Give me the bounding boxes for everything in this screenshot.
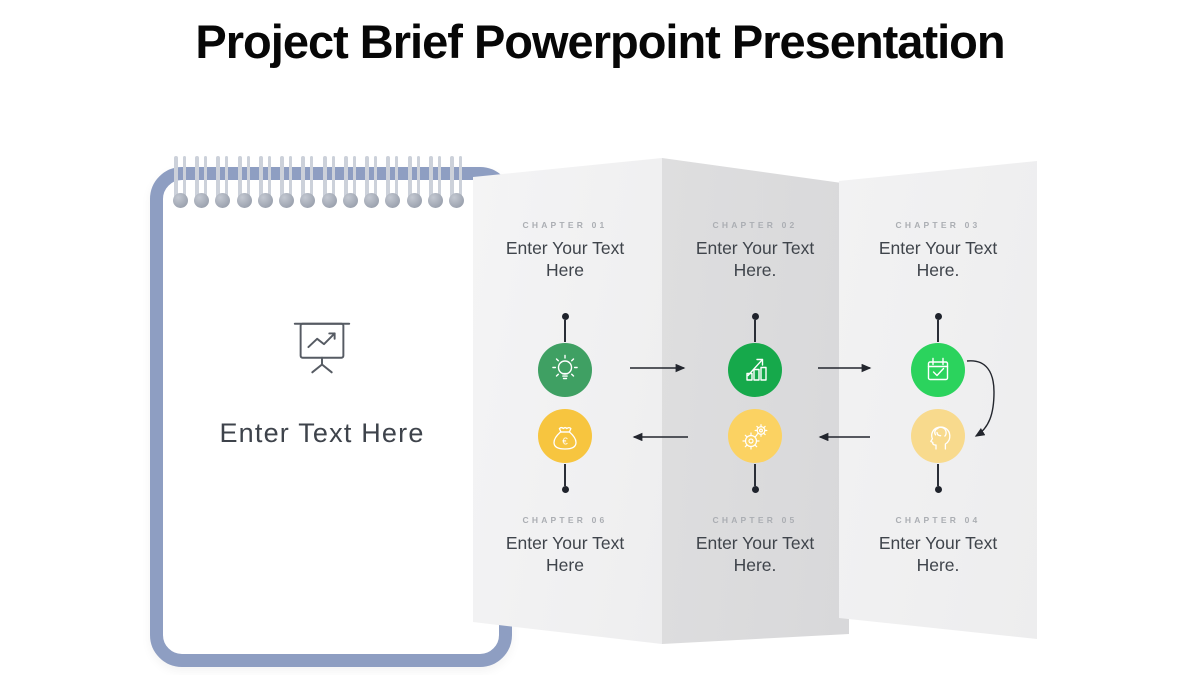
- connector-line: [564, 464, 566, 486]
- chapter-06-text: Enter Your Text Here: [505, 533, 625, 575]
- chapter-05-text: Enter Your Text Here.: [695, 533, 815, 575]
- connector-dot: [561, 313, 569, 320]
- notebook-placeholder-text: Enter Text Here: [219, 418, 425, 448]
- growth-chart-icon: [728, 343, 782, 397]
- connector-line: [754, 320, 756, 342]
- chapter-01-text: Enter Your Text Here: [505, 238, 625, 280]
- connector-line: [937, 320, 939, 342]
- binder-ring: [406, 156, 422, 208]
- chapter-03-block: CHAPTER 03 Enter Your Text Here.: [848, 220, 1028, 398]
- gears-icon: [728, 409, 782, 463]
- connector-dot: [751, 313, 759, 320]
- chapter-04-text: Enter Your Text Here.: [878, 533, 998, 575]
- binder-ring: [384, 156, 400, 208]
- binder-ring: [257, 156, 273, 208]
- connector-dot: [561, 486, 569, 493]
- binder-ring: [448, 156, 464, 208]
- binder-ring: [363, 156, 379, 208]
- connector-line: [937, 464, 939, 486]
- chapter-02-label: CHAPTER 02: [712, 220, 798, 230]
- mind-icon: [911, 409, 965, 463]
- binder-ring: [342, 156, 358, 208]
- chapter-06-block: € CHAPTER 06 Enter Your Text Here: [475, 408, 655, 576]
- connector-line: [564, 320, 566, 342]
- chapter-03-label: CHAPTER 03: [895, 220, 981, 230]
- binder-ring: [193, 156, 209, 208]
- binder-ring: [172, 156, 188, 208]
- chapter-04-block: CHAPTER 04 Enter Your Text Here.: [848, 408, 1028, 576]
- chapter-01-block: CHAPTER 01 Enter Your Text Here: [475, 220, 655, 398]
- lightbulb-icon: [538, 343, 592, 397]
- calendar-check-icon: [911, 343, 965, 397]
- chapter-01-label: CHAPTER 01: [522, 220, 608, 230]
- money-bag-icon: €: [538, 409, 592, 463]
- presentation-chart-icon: [293, 322, 351, 374]
- chapter-06-label: CHAPTER 06: [522, 515, 608, 525]
- binder-ring: [321, 156, 337, 208]
- chapter-04-label: CHAPTER 04: [895, 515, 981, 525]
- connector-dot: [934, 313, 942, 320]
- connector-line: [754, 464, 756, 486]
- connector-dot: [751, 486, 759, 493]
- binder-ring: [214, 156, 230, 208]
- chapter-02-text: Enter Your Text Here.: [695, 238, 815, 280]
- binder-ring: [236, 156, 252, 208]
- chapter-05-block: CHAPTER 05 Enter Your Text Here.: [665, 408, 845, 576]
- binder-ring: [299, 156, 315, 208]
- binder-ring: [278, 156, 294, 208]
- slide-title: Project Brief Powerpoint Presentation: [195, 15, 1005, 68]
- chapter-02-block: CHAPTER 02 Enter Your Text Here.: [665, 220, 845, 398]
- trifold-panel-left: [473, 158, 662, 644]
- chapter-03-text: Enter Your Text Here.: [878, 238, 998, 280]
- notebook: [150, 167, 512, 667]
- connector-dot: [934, 486, 942, 493]
- binder-ring: [427, 156, 443, 208]
- trifold-panel-right: [839, 161, 1037, 639]
- trifold-panel-middle: [662, 158, 849, 644]
- chapter-05-label: CHAPTER 05: [712, 515, 798, 525]
- svg-text:€: €: [562, 437, 568, 448]
